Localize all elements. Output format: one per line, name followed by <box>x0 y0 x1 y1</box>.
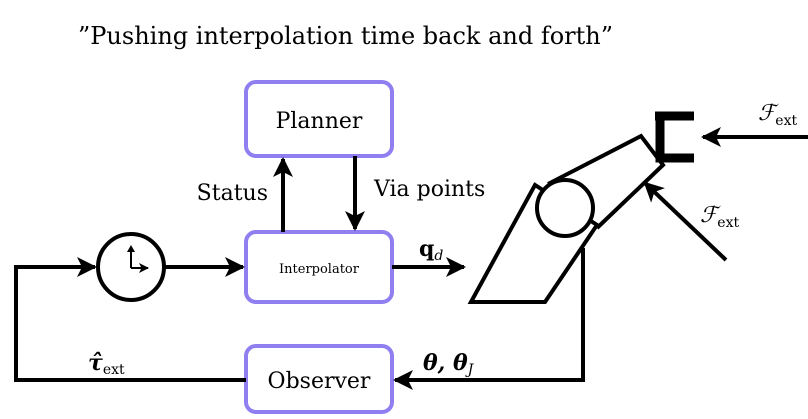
f-ext-diagonal-arrow <box>643 181 728 262</box>
f-ext-label-bottom: ℱext <box>700 203 739 231</box>
planner-label: Planner <box>276 109 363 134</box>
observer-label: Observer <box>268 369 371 394</box>
status-label: Status <box>197 181 268 206</box>
tau-feedback-arrow <box>14 257 246 382</box>
diagram-title: ”Pushing interpolation time back and for… <box>78 22 613 50</box>
robot-arm-icon <box>467 111 694 304</box>
theta-label: θ, θJ <box>423 350 475 378</box>
planner-block <box>244 80 394 158</box>
via-points-label: Via points <box>373 177 485 202</box>
qd-label: qd <box>419 236 443 264</box>
clock-icon <box>96 232 166 302</box>
tau-label: τ̂ext <box>88 350 125 378</box>
theta-feedback-arrow <box>393 248 585 390</box>
f-ext-label-top: ℱext <box>758 101 797 129</box>
interpolator-label: Interpolator <box>279 262 360 277</box>
